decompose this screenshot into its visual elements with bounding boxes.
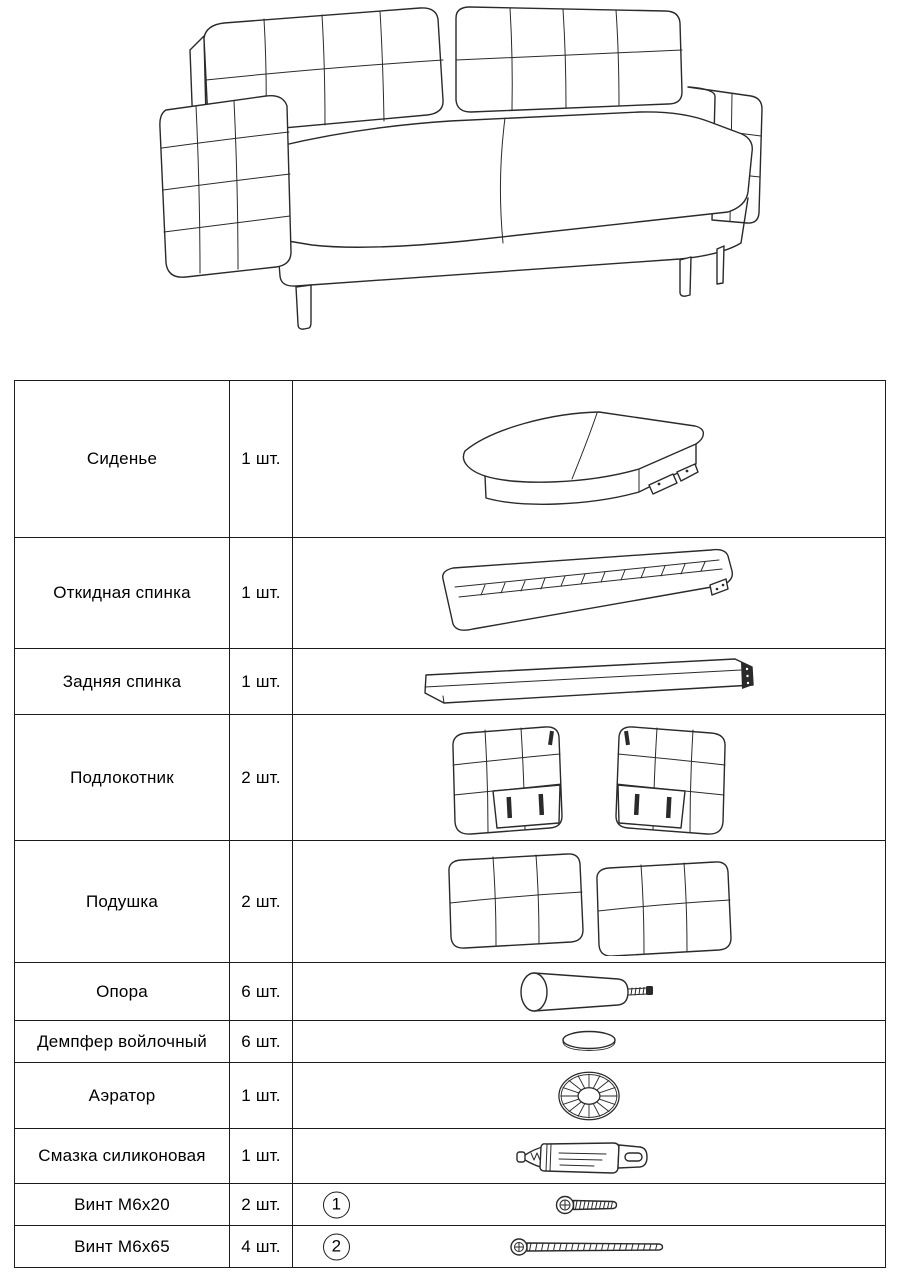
table-row: Демпфер войлочный 6 шт.: [14, 1020, 886, 1063]
part-qty: 1 шт.: [229, 380, 293, 538]
part-illustration-cell: [292, 840, 886, 963]
felt-damper-illustration: [562, 1030, 616, 1051]
part-qty: 1 шт.: [229, 1128, 293, 1184]
folding-backrest-illustration: [442, 548, 733, 631]
armrest-pair-illustration: [452, 725, 726, 835]
part-name: Задняя спинка: [14, 648, 230, 715]
cushion-pair-illustration: [448, 852, 732, 956]
parts-table: Сиденье 1 шт. Откидная спинка 1 шт.: [14, 380, 886, 1268]
aerator-illustration: [558, 1071, 620, 1120]
table-row: Винт М6х20 2 шт. 1: [14, 1183, 886, 1226]
part-qty: 1 шт.: [229, 648, 293, 715]
part-illustration-cell: [292, 648, 886, 715]
table-row: Аэратор 1 шт.: [14, 1062, 886, 1129]
table-row: Опора 6 шт.: [14, 962, 886, 1021]
hero-illustration-area: [0, 0, 900, 360]
part-name: Аэратор: [14, 1062, 230, 1129]
step-marker-2-label: 2: [331, 1236, 342, 1256]
rear-back-panel-illustration: [424, 657, 754, 704]
part-name: Подлокотник: [14, 714, 230, 841]
part-illustration-cell: [292, 1128, 886, 1184]
part-name: Винт М6х65: [14, 1225, 230, 1268]
table-row: Винт М6х65 4 шт. 2: [14, 1225, 886, 1268]
part-name: Винт М6х20: [14, 1183, 230, 1226]
part-name: Демпфер войлочный: [14, 1020, 230, 1063]
table-row: Подушка 2 шт.: [14, 840, 886, 963]
part-name: Сиденье: [14, 380, 230, 538]
part-illustration-cell: [292, 962, 886, 1021]
screw-m6x20-illustration: [555, 1195, 618, 1214]
part-qty: 1 шт.: [229, 1062, 293, 1129]
part-qty: 6 шт.: [229, 1020, 293, 1063]
assembled-sofa-illustration: [159, 6, 763, 330]
part-illustration-cell: [292, 1020, 886, 1063]
part-qty: 6 шт.: [229, 962, 293, 1021]
screw-m6x65-illustration: [510, 1237, 664, 1256]
support-leg-illustration: [520, 971, 653, 1012]
step-marker-2: 2: [323, 1233, 350, 1260]
part-name: Смазка силиконовая: [14, 1128, 230, 1184]
table-row: Сиденье 1 шт.: [14, 380, 886, 538]
seat-illustration: [462, 411, 705, 505]
table-row: Смазка силиконовая 1 шт.: [14, 1128, 886, 1184]
part-qty: 2 шт.: [229, 714, 293, 841]
table-row: Откидная спинка 1 шт.: [14, 537, 886, 649]
part-illustration-cell: [292, 714, 886, 841]
step-marker-1-label: 1: [331, 1194, 342, 1214]
part-illustration-cell: [292, 380, 886, 538]
part-illustration-cell: 2: [292, 1225, 886, 1268]
silicone-grease-illustration: [516, 1142, 648, 1174]
part-qty: 1 шт.: [229, 537, 293, 649]
part-qty: 2 шт.: [229, 1183, 293, 1226]
part-name: Подушка: [14, 840, 230, 963]
part-illustration-cell: 1: [292, 1183, 886, 1226]
part-illustration-cell: [292, 1062, 886, 1129]
step-marker-1: 1: [323, 1191, 350, 1218]
part-name: Опора: [14, 962, 230, 1021]
table-row: Подлокотник 2 шт.: [14, 714, 886, 841]
part-name: Откидная спинка: [14, 537, 230, 649]
part-qty: 4 шт.: [229, 1225, 293, 1268]
table-row: Задняя спинка 1 шт.: [14, 648, 886, 715]
part-qty: 2 шт.: [229, 840, 293, 963]
part-illustration-cell: [292, 537, 886, 649]
